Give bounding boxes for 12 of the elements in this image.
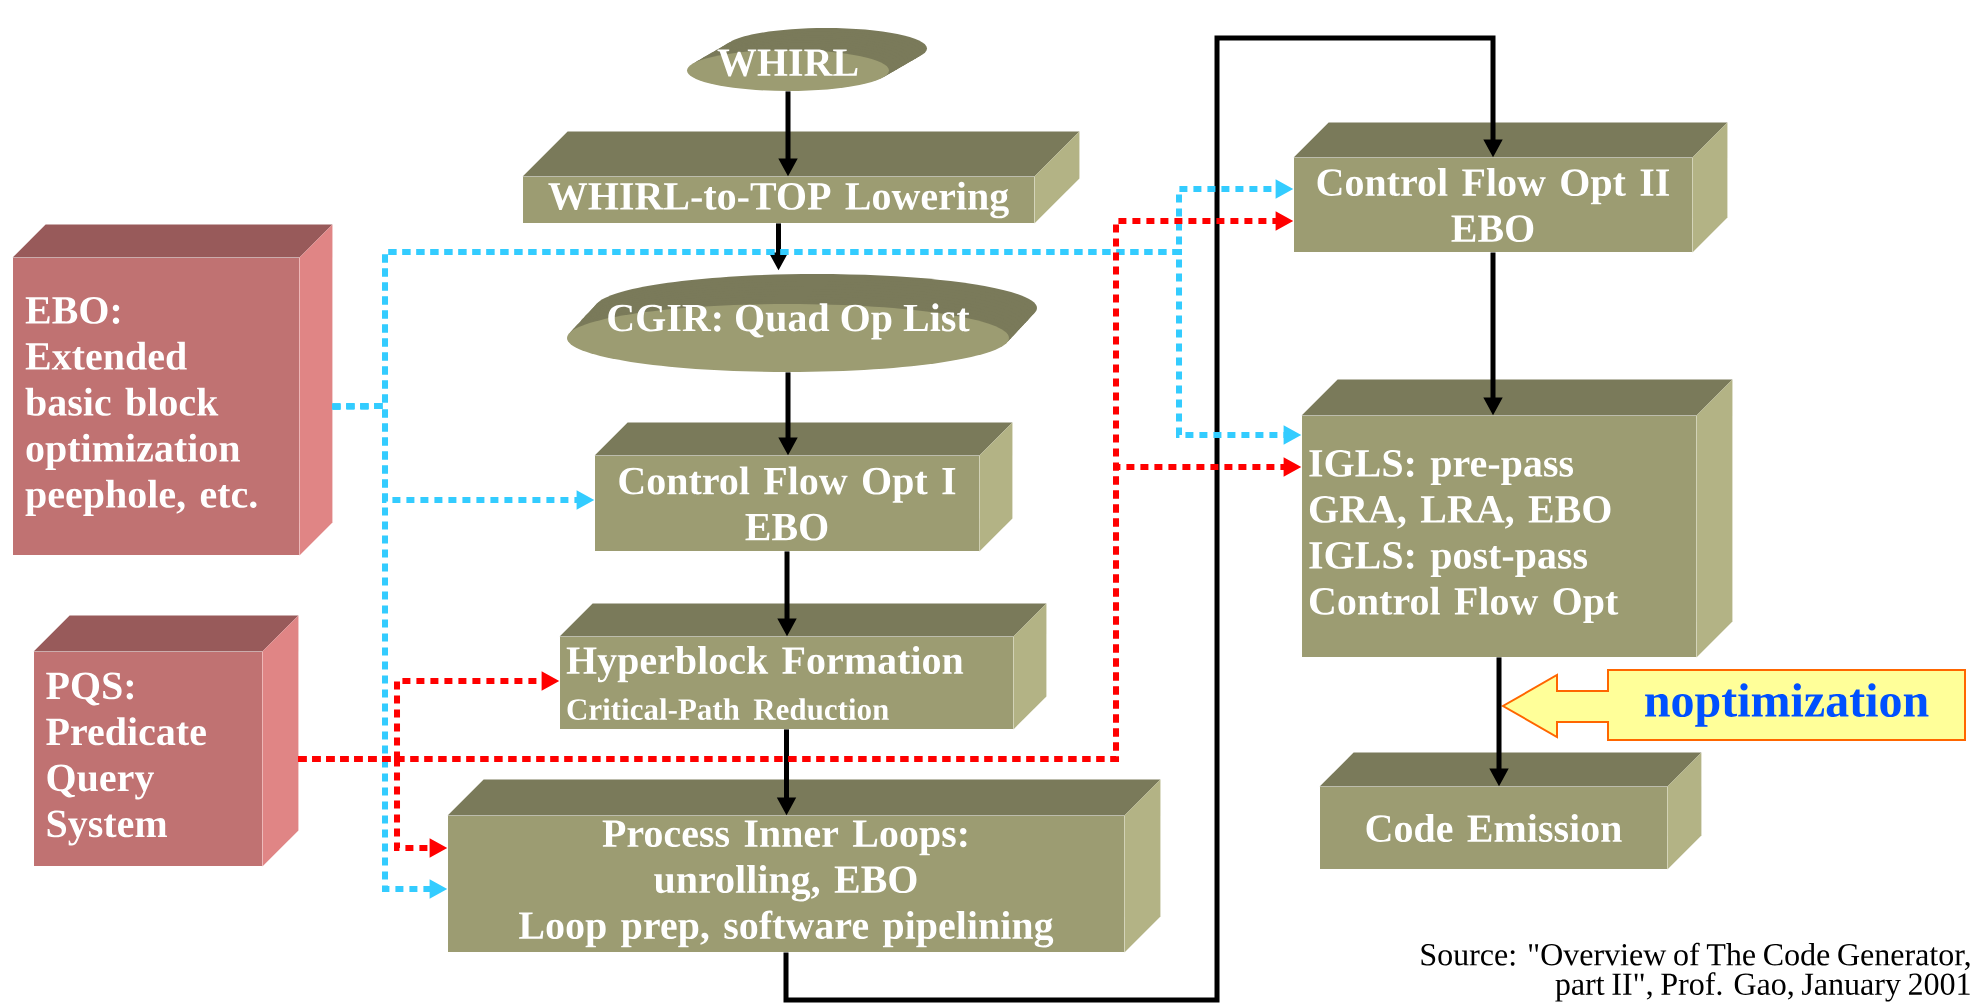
source-caption: Source: "Overview of The Code Generator, part II", Prof. Gao, January 2001 (1421, 942, 1970, 1002)
arrow (783, 35, 1503, 1003)
process-box: WHIRL-to-TOP Lowering (522, 131, 1080, 224)
process-box: Control Flow Opt I EBO (594, 422, 1013, 552)
process-box: Code Emission (1319, 752, 1702, 870)
process-box: PQS: Predicate Query System (33, 615, 299, 867)
process-box: EBO: Extended basic block optimization peephole, etc. (12, 224, 333, 556)
process-box: Process Inner Loops: unrolling, EBO Loop prep, software pipelining (447, 779, 1161, 953)
node-label: WHIRL-to-TOP Lowering (548, 181, 1009, 219)
process-box: IGLS: pre-pass GRA, LRA, EBO IGLS: post-pass Control Flow Opt (1301, 379, 1733, 658)
process-box: Control Flow Opt II EBO (1293, 122, 1728, 253)
process-box: Hyperblock Formation Critical-Path Reduction (559, 603, 1047, 730)
